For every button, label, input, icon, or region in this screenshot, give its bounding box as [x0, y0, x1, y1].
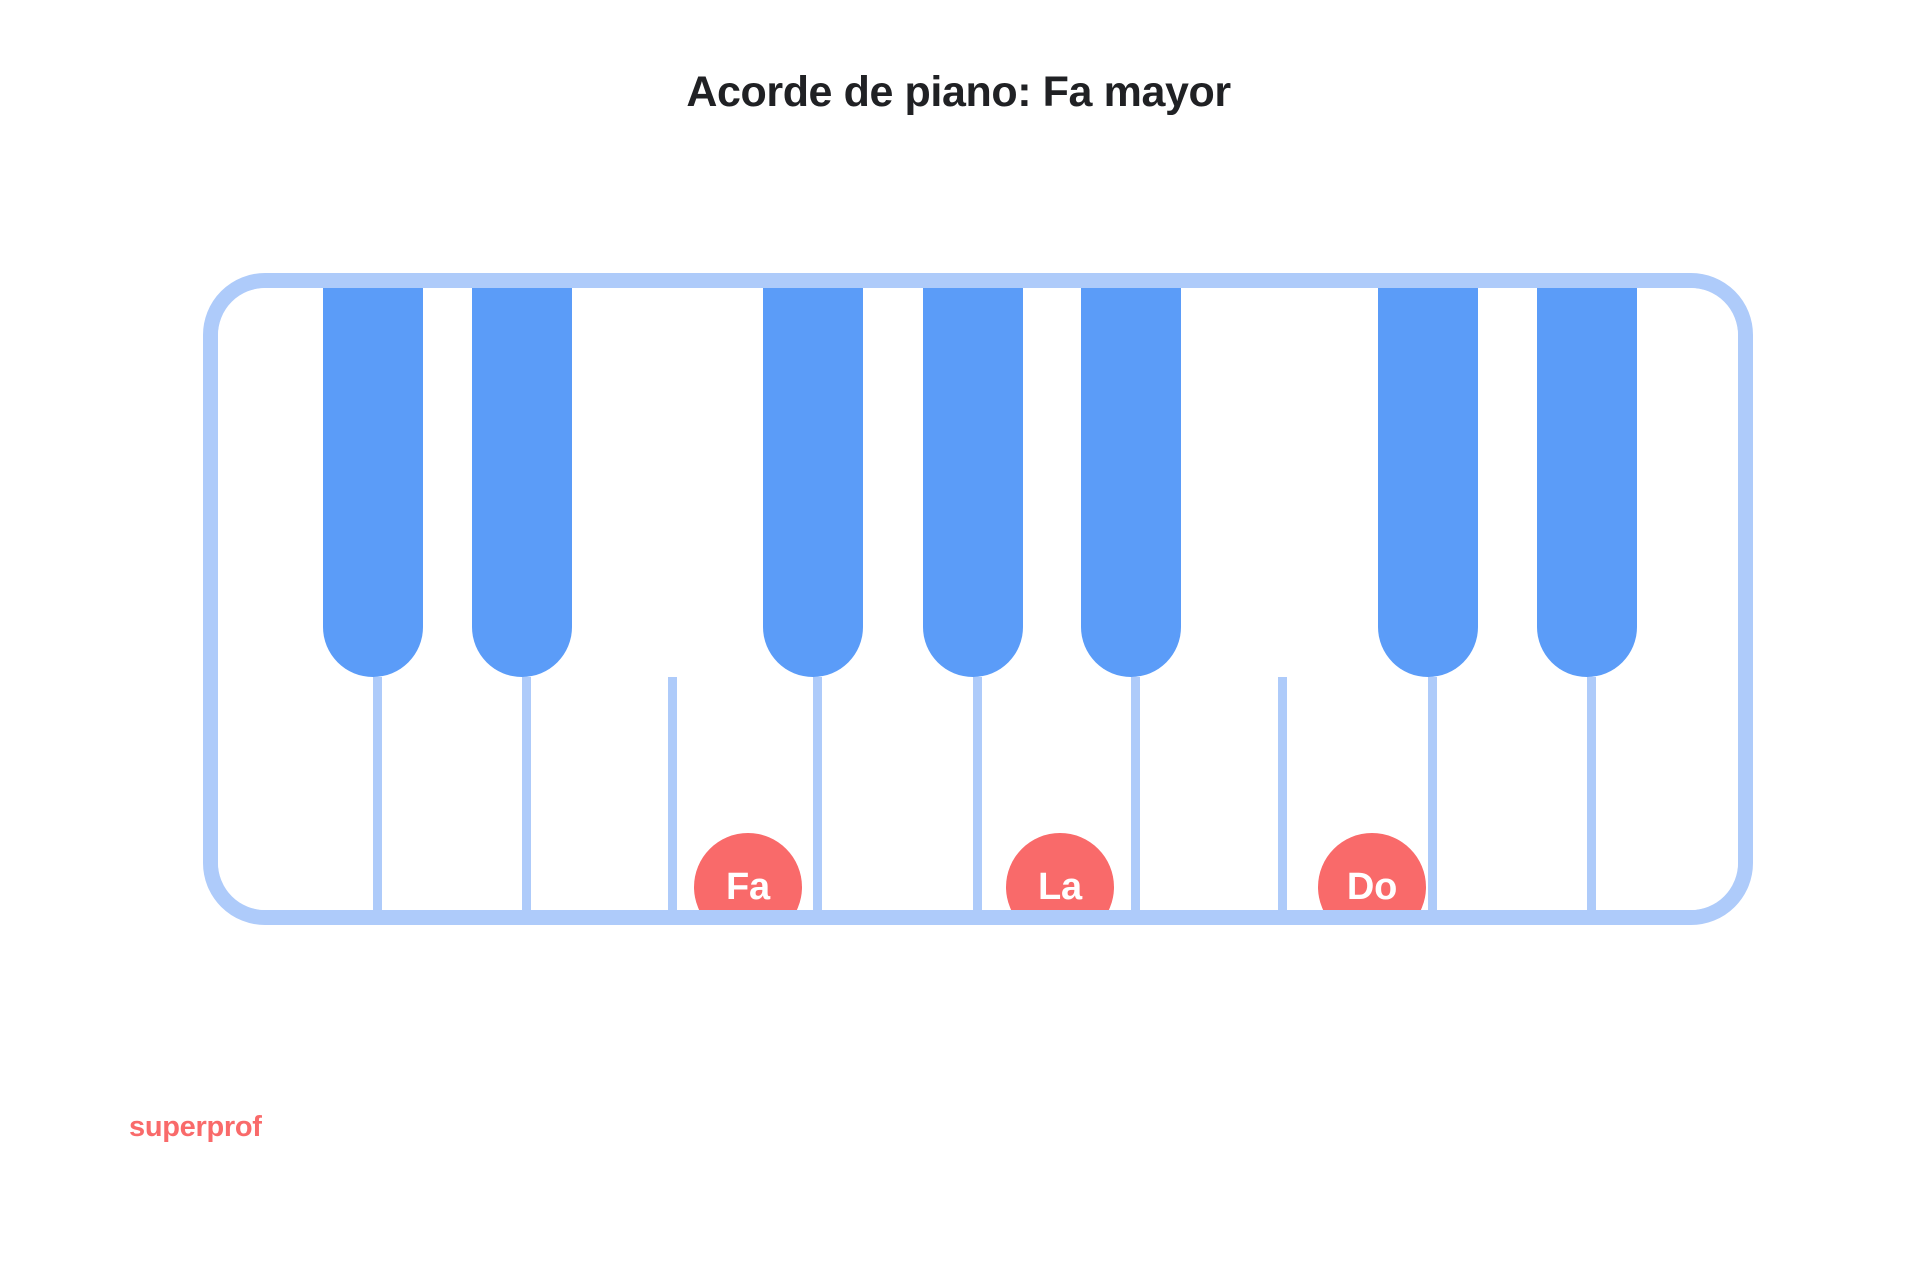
- note-marker-label: Fa: [726, 866, 770, 908]
- white-key-separator: [1428, 677, 1437, 910]
- black-key[interactable]: [763, 288, 863, 677]
- page-title: Acorde de piano: Fa mayor: [686, 68, 1231, 116]
- white-key-separator: [1278, 677, 1287, 910]
- white-key-separator: [373, 677, 382, 910]
- black-key[interactable]: [1378, 288, 1478, 677]
- superprof-logo: superprof: [129, 1111, 262, 1143]
- black-key[interactable]: [323, 288, 423, 677]
- note-marker-la[interactable]: La: [1006, 833, 1114, 910]
- black-key[interactable]: [1081, 288, 1181, 677]
- note-marker-fa[interactable]: Fa: [694, 833, 802, 910]
- white-key-separator: [973, 677, 982, 910]
- piano-keyboard: Fa La Do: [203, 273, 1753, 925]
- white-key-separator: [813, 677, 822, 910]
- note-marker-do[interactable]: Do: [1318, 833, 1426, 910]
- white-key-separator: [1131, 677, 1140, 910]
- white-key-separator: [522, 677, 531, 910]
- black-key[interactable]: [923, 288, 1023, 677]
- black-key[interactable]: [472, 288, 572, 677]
- white-key-separator: [668, 677, 677, 910]
- note-marker-label: Do: [1346, 866, 1398, 908]
- white-key-separator: [1587, 677, 1596, 910]
- black-key[interactable]: [1537, 288, 1637, 677]
- piano-keys-surface: Fa La Do: [218, 288, 1738, 910]
- note-marker-label: La: [1038, 866, 1082, 908]
